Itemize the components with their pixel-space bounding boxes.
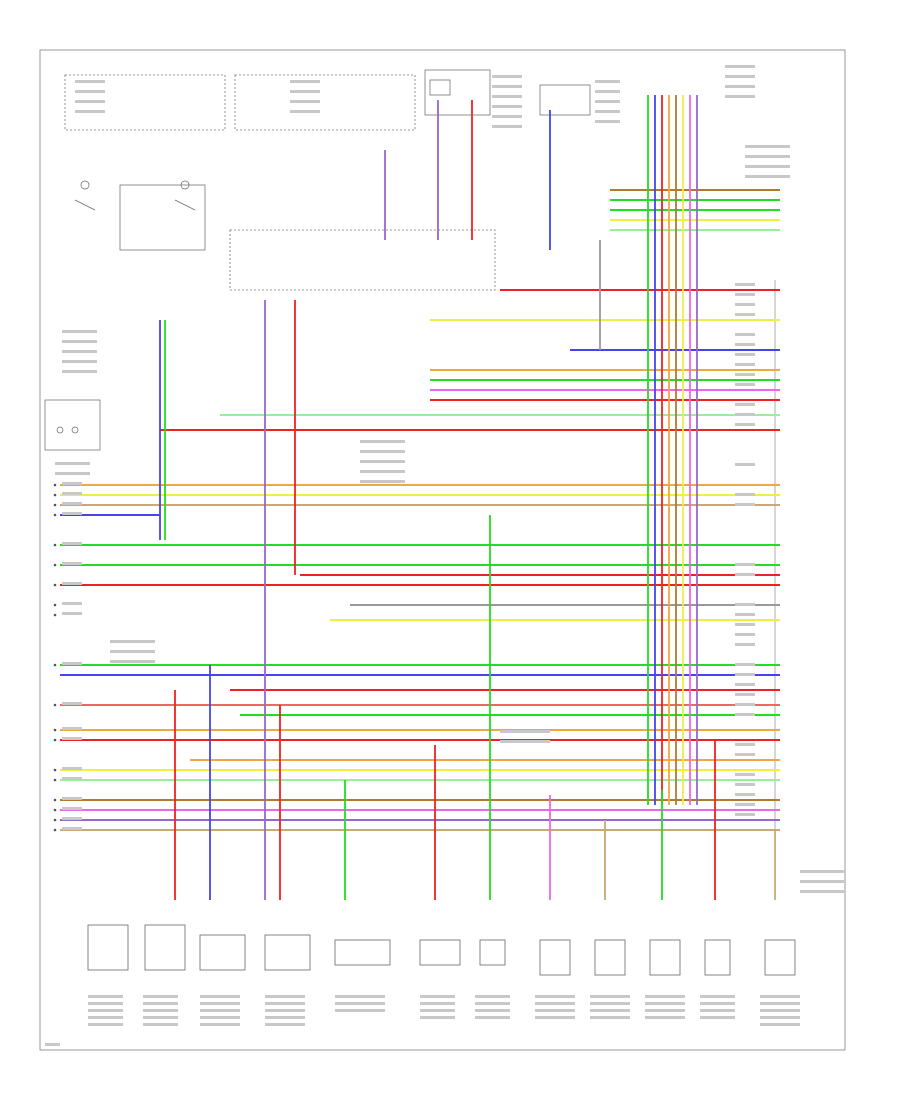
top-left-switch-block — [64, 69, 591, 291]
component-c12 — [764, 939, 796, 976]
diagram-frame — [39, 49, 846, 1051]
component-c11 — [704, 939, 731, 976]
vertical-wires — [159, 95, 776, 900]
left-pin-column — [53, 483, 57, 832]
component-c8 — [539, 939, 571, 976]
fine-print-blocks — [45, 65, 845, 1046]
component-c5 — [334, 939, 391, 966]
component-c9 — [594, 939, 626, 976]
component-c1 — [87, 924, 129, 971]
component-c7 — [479, 939, 506, 966]
bottom-components — [87, 924, 796, 976]
component-c6 — [419, 939, 461, 966]
horizontal-wires — [60, 189, 780, 831]
component-c2 — [144, 924, 186, 971]
component-c10 — [649, 939, 681, 976]
relay-symbols — [44, 79, 451, 451]
component-c3 — [199, 934, 246, 971]
component-c4 — [264, 934, 311, 971]
